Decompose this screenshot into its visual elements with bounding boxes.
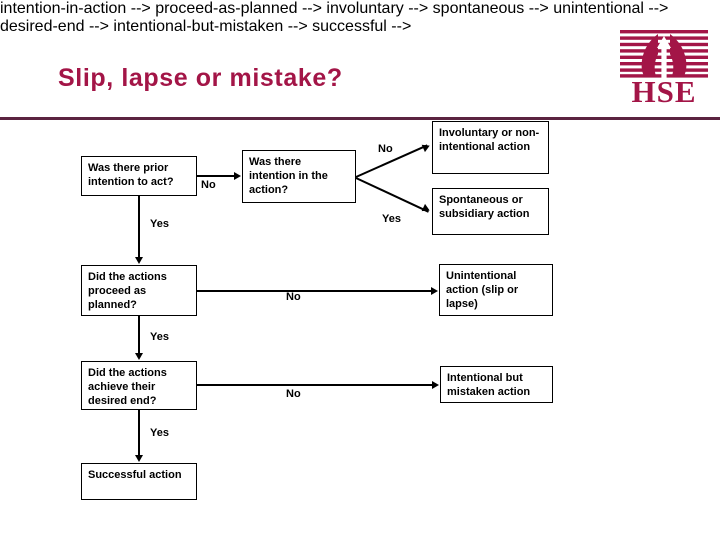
edge-action-no-arrowhead xyxy=(421,141,432,153)
node-intentional-mistaken-action: Intentional but mistaken action xyxy=(440,366,553,403)
edge-proceed-yes-line xyxy=(138,316,140,355)
edge-label-desired-yes: Yes xyxy=(150,427,169,439)
edge-desired-yes-line xyxy=(138,410,140,456)
node-spontaneous-action: Spontaneous or subsidiary action xyxy=(432,188,549,235)
edge-label-prior-no: No xyxy=(201,179,216,191)
edge-desired-no-arrowhead xyxy=(432,381,439,389)
node-successful-action: Successful action xyxy=(81,463,197,500)
node-intention-in-action: Was there intention in the action? xyxy=(242,150,356,203)
edge-desired-no-line xyxy=(197,384,434,386)
edge-proceed-no-line xyxy=(197,290,433,292)
header-divider xyxy=(0,117,720,120)
edge-prior-to-action-arrowhead xyxy=(234,172,241,180)
hse-logo: HSE xyxy=(620,30,708,108)
edge-prior-yes-arrowhead xyxy=(135,257,143,264)
node-desired-end: Did the actions achieve their desired en… xyxy=(81,361,197,410)
edge-proceed-yes-arrowhead xyxy=(135,353,143,360)
page-title: Slip, lapse or mistake? xyxy=(58,64,343,92)
hse-emblem-icon xyxy=(620,30,708,78)
hse-wordmark: HSE xyxy=(631,74,697,109)
edge-label-desired-no: No xyxy=(286,388,301,400)
edge-label-proceed-yes: Yes xyxy=(150,331,169,343)
node-unintentional-action: Unintentional action (slip or lapse) xyxy=(439,264,553,316)
edge-prior-yes-line xyxy=(138,196,140,258)
edge-action-yes-arrowhead xyxy=(421,203,432,215)
edge-prior-to-action-line xyxy=(197,175,235,177)
edge-action-yes-line xyxy=(355,177,429,213)
edge-label-prior-yes: Yes xyxy=(150,218,169,230)
node-proceed-as-planned: Did the actions proceed as planned? xyxy=(81,265,197,316)
edge-proceed-no-arrowhead xyxy=(431,287,438,295)
node-prior-intention: Was there prior intention to act? xyxy=(81,156,197,196)
edge-label-action-yes: Yes xyxy=(382,213,401,225)
edge-desired-yes-arrowhead xyxy=(135,455,143,462)
node-involuntary-action: Involuntary or non-intentional action xyxy=(432,121,549,174)
edge-label-action-no: No xyxy=(378,143,393,155)
edge-label-proceed-no: No xyxy=(286,291,301,303)
